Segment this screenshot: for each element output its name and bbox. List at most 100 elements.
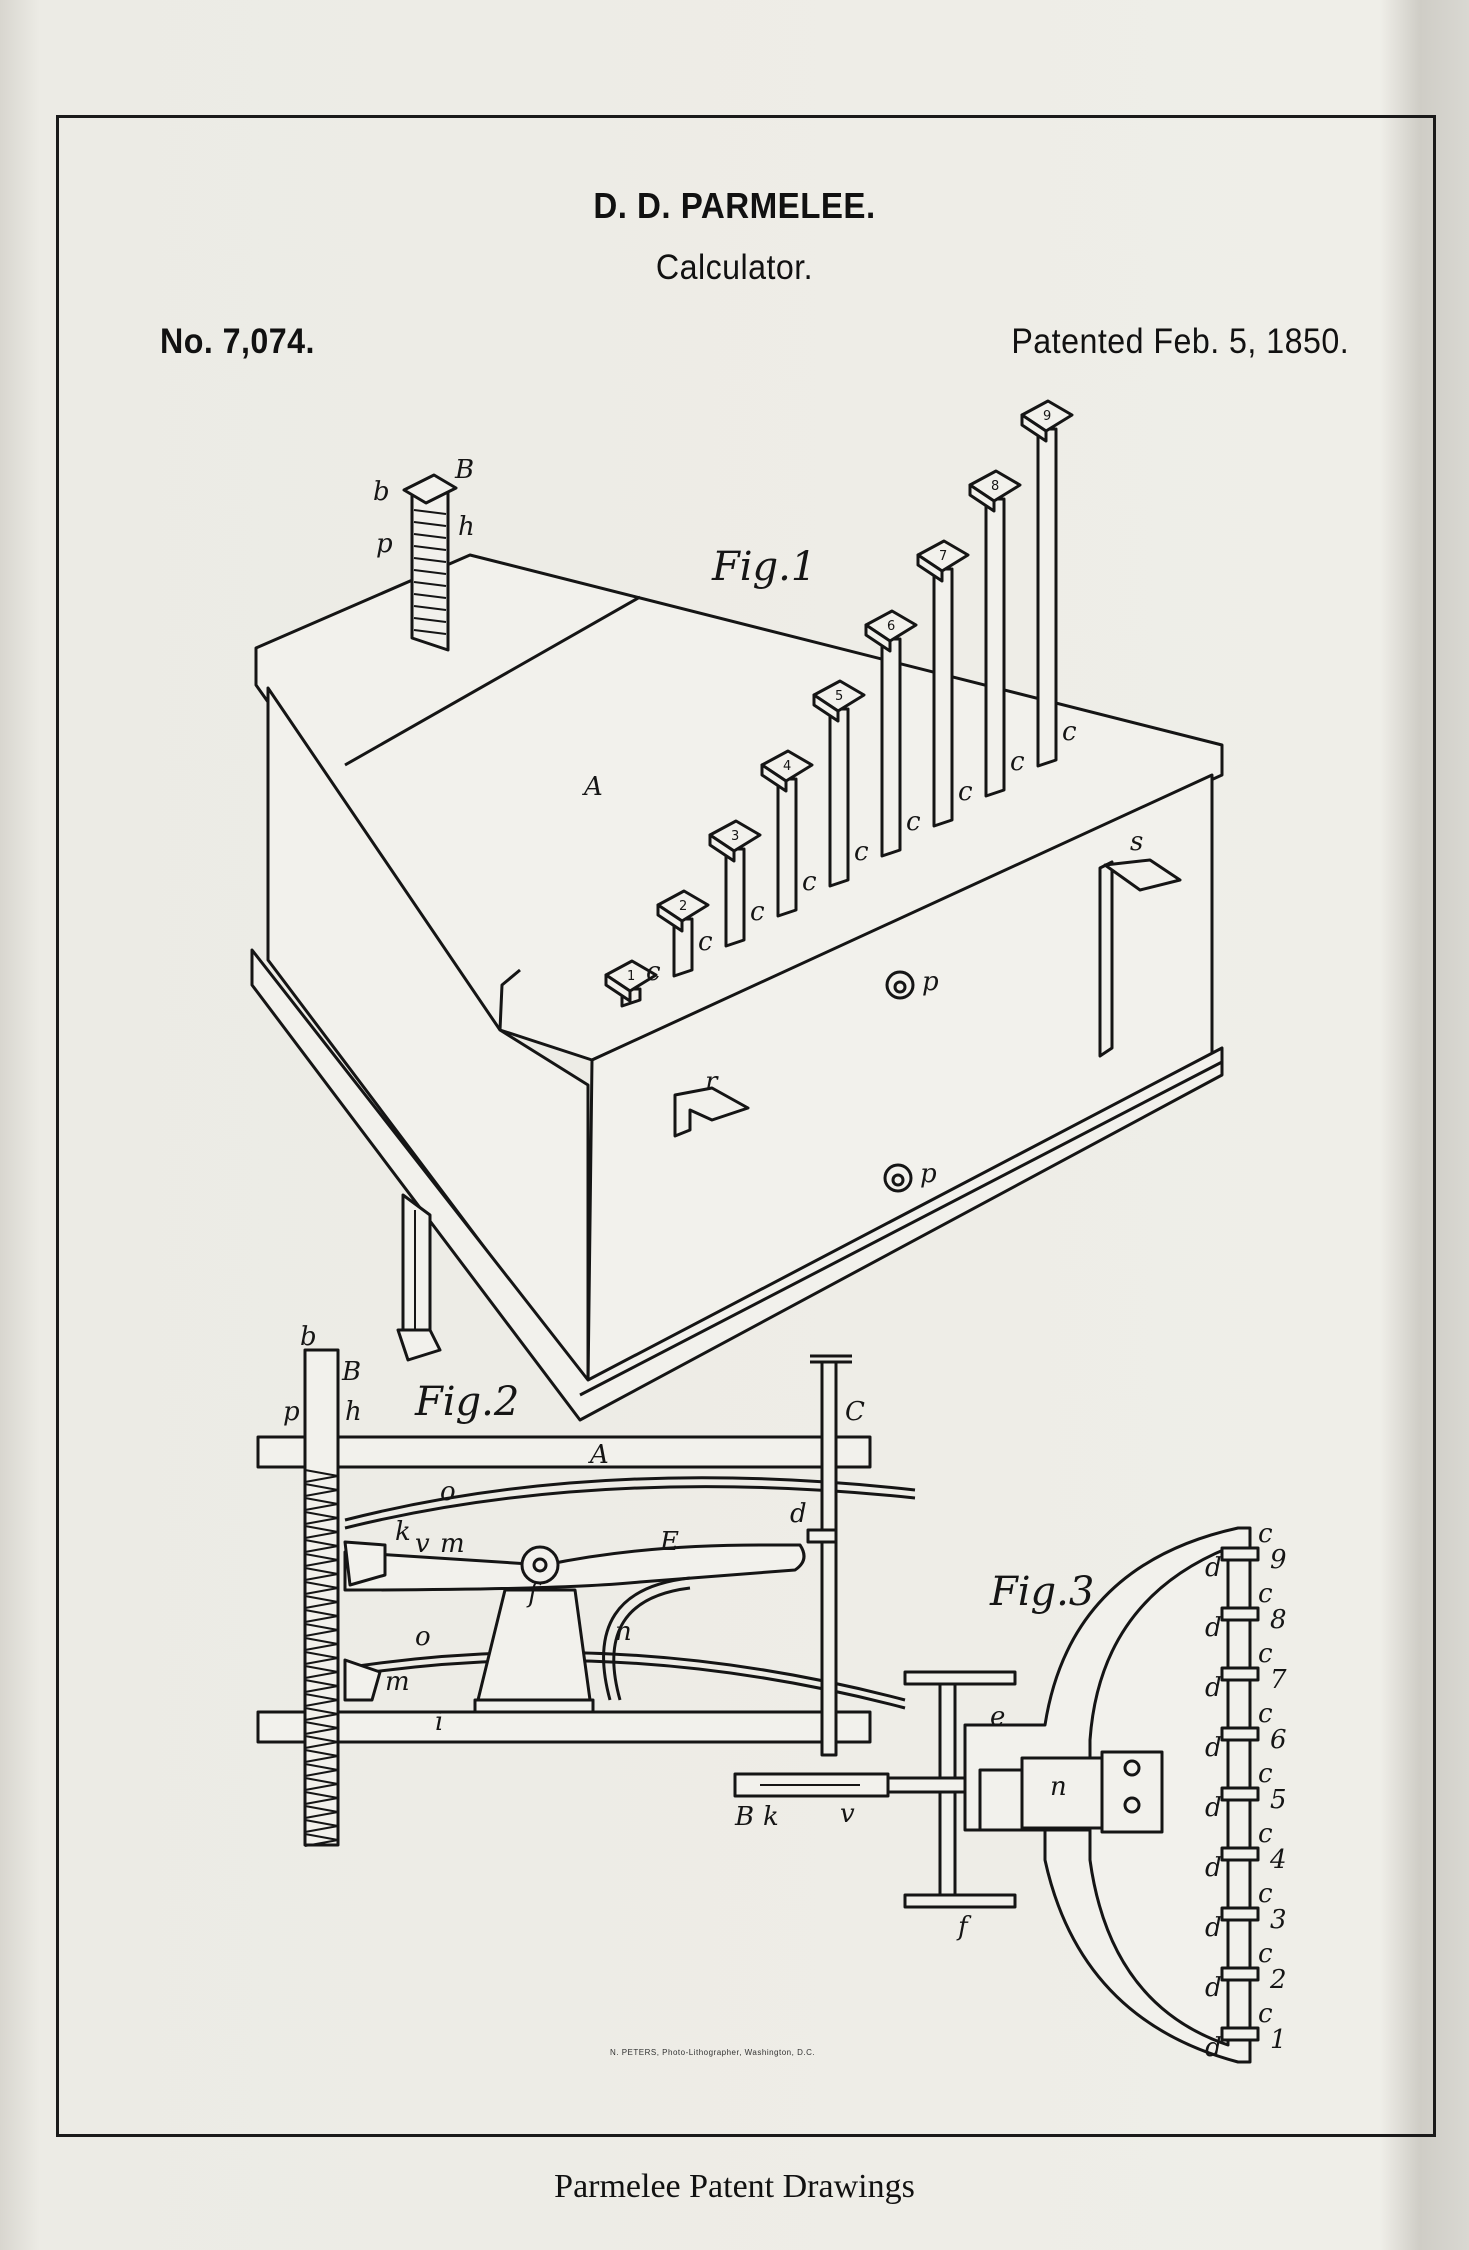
base-edge [579,1060,1223,1397]
fig2-rack-tooth [304,1595,339,1609]
fig2-rack-tooth [304,1539,339,1553]
fig2-label-i: i [435,1707,443,1737]
fig2-rack-tooth [304,1525,339,1539]
rack-cap [402,473,458,505]
fig2-label-o: o [440,1477,456,1507]
label-A: A [582,772,603,802]
digit-key-3[interactable]: 3c [708,819,765,948]
board-A [256,1435,872,1469]
fig2-label-b: b [300,1322,317,1352]
fig3-label: Fig.3 [989,1569,1094,1615]
fig2-rack-tooth [304,1511,339,1525]
key-number: 4 [783,759,791,774]
fig2-rack-tooth [304,1651,339,1665]
fig2-rack-tooth [304,1609,339,1623]
label-p-upper: p [922,967,939,997]
lithographer-credit: N. PETERS, Photo-Lithographer, Washingto… [610,2048,816,2057]
fig2-label-d: d [790,1499,807,1529]
tab-label-c: c [1258,1939,1273,1969]
tab-plate [1220,1906,1260,1922]
pivot-f [520,1545,560,1585]
rack-tooth [413,605,447,611]
key-cap-side [760,763,788,793]
key-cap-side [604,973,632,1003]
fig2-rack-tooth [304,1665,339,1679]
box-base [250,948,1224,1422]
tab-number: 8 [1270,1605,1287,1635]
key-number: 6 [887,619,895,634]
key-number: 2 [679,899,687,914]
tab-label-d: d [1205,1853,1222,1883]
tab-number: 7 [1270,1665,1287,1695]
pin-p-upper [885,970,915,1000]
board-bottom [256,1710,872,1744]
screw-lower [1123,1796,1141,1814]
tab-plate [1220,1846,1260,1862]
key-label-c: c [750,897,765,927]
pawl-k [343,1540,387,1587]
tab-plate [1220,1726,1260,1742]
tab-label-d: d [1205,2033,1222,2063]
slot-s [1098,860,1114,1058]
tab-label-d: d [1205,1673,1222,1703]
slider-s [1103,858,1182,892]
box-left-face [266,686,590,1387]
fig2-label-A: A [588,1440,609,1470]
key-stem [724,847,746,948]
tab-label-c: c [1258,1759,1273,1789]
digit-key-2[interactable]: 2c [656,889,713,978]
rack-tooth [413,521,447,527]
fig2-label-v: v [415,1529,430,1559]
digit-key-8[interactable]: 8c [968,469,1025,798]
inventor-name: D. D. PARMELEE. [593,185,876,226]
fig2-label-m: m [440,1529,465,1559]
fig2-rack-tooth [304,1581,339,1595]
fig2-rack-tooth [304,1483,339,1497]
rack-tooth [413,545,447,551]
rack-tooth [413,533,447,539]
spring-n-2 [612,1586,691,1701]
key-number: 8 [991,479,999,494]
tab-label-d: d [1205,1913,1222,1943]
fig3-arm-top [903,1670,1017,1686]
collar-d [806,1528,838,1544]
pin-p-lower-center [891,1173,905,1187]
key-number: 5 [835,689,843,704]
tab-label-d: d [1205,1553,1222,1583]
fig2-rack-tooth [304,1707,339,1721]
key-stem [828,707,850,888]
digit-key-5[interactable]: 5c [812,679,869,888]
fig3-label-v: v [840,1799,855,1829]
tab-number: 5 [1270,1785,1287,1815]
fig2-section: Fig.2 b B p h A C o k v m d E f n o m i [256,1322,916,1847]
tab-label-c: c [1258,1519,1273,1549]
label-b: b [373,477,390,507]
fig1-label: Fig.1 [711,544,816,590]
digit-key-6[interactable]: 6c [864,609,921,858]
label-B: B [454,455,474,485]
rack-tooth [413,509,447,515]
fig2-rack-tooth [304,1623,339,1637]
digit-key-7[interactable]: 7c [916,539,973,828]
digit-key-4[interactable]: 4c [760,749,817,918]
fig2-rack-tooth [304,1805,339,1819]
fig3-label-k: k [763,1802,779,1832]
fig3-label-f: f [956,1912,972,1942]
rack-column [402,473,458,652]
fig2-label-k: k [395,1517,411,1547]
key-stem [880,637,902,858]
fig2-label-E: E [659,1527,679,1557]
slider-r [673,1086,750,1138]
fig2-rack-tooth [304,1777,339,1791]
digit-key-9[interactable]: 9c [1020,399,1077,768]
lever-E [343,1543,806,1592]
